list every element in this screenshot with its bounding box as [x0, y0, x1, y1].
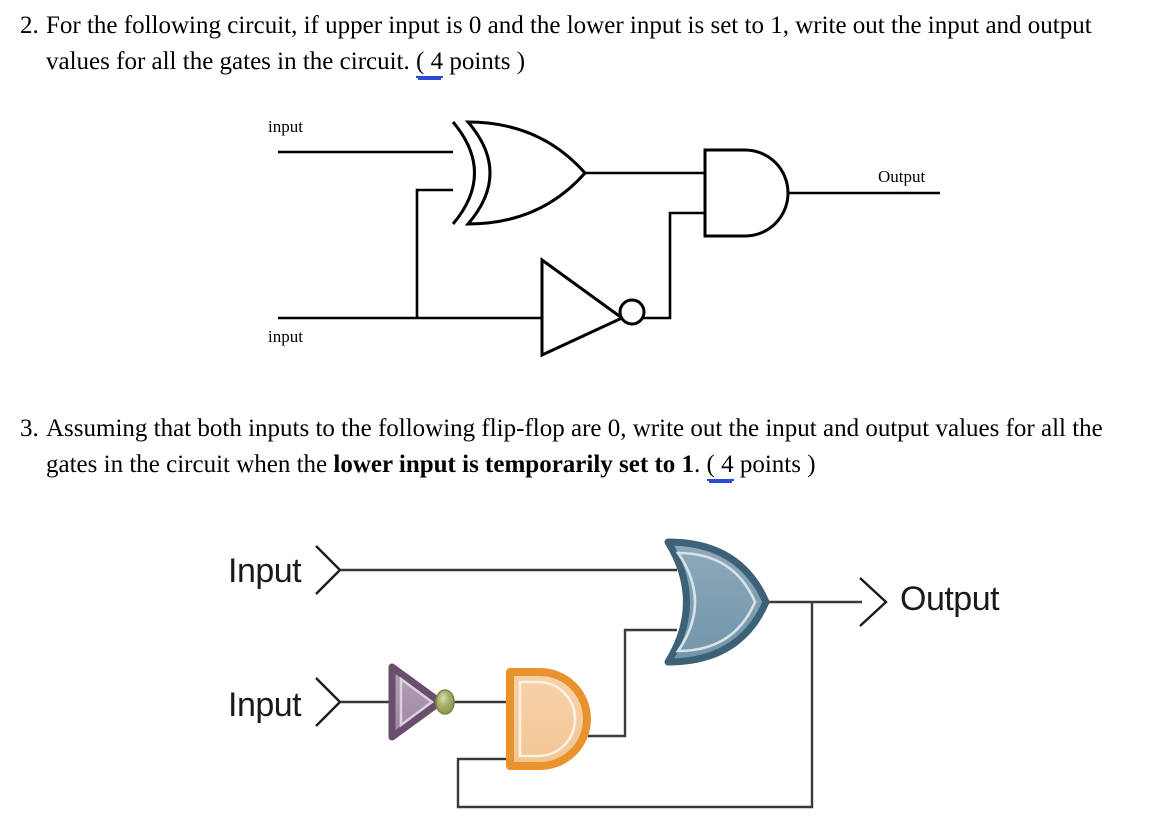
circuit2-wire-and-to-or	[588, 628, 677, 738]
question-3-text-mid: .	[694, 451, 707, 478]
circuit2-not-gate	[388, 663, 455, 741]
circuit1-input-top-label: input	[268, 117, 303, 136]
circuit2-input-bottom-label: Input	[228, 686, 302, 724]
question-3-underlined-points: ( 4	[706, 451, 734, 481]
question-3-text-before: Assuming that both inputs to the followi…	[46, 415, 1103, 478]
question-2: 2. For the following circuit, if upper i…	[0, 8, 1160, 80]
circuit2-or-gate	[664, 538, 770, 666]
circuit-diagram-1: input input Output	[250, 100, 950, 365]
circuit1-input-bottom-label: input	[268, 327, 303, 346]
question-3-bold-segment: lower input is temporarily set to 1	[333, 451, 695, 478]
circuit1-output-label: Output	[878, 167, 926, 186]
circuit2-input-bottom-pin-icon	[315, 677, 342, 727]
circuit1-wire-not-to-and	[642, 211, 705, 320]
circuit1-and-gate	[703, 148, 790, 238]
question-3: 3. Assuming that both inputs to the foll…	[0, 411, 1172, 483]
circuit1-wire-branch-to-xor	[415, 188, 463, 318]
question-2-number: 2.	[20, 12, 39, 39]
circuit1-not-gate	[540, 257, 646, 358]
question-2-underlined-points: ( 4	[416, 48, 444, 78]
question-3-text-after: points )	[733, 451, 816, 478]
circuit1-xor-gate	[451, 120, 588, 226]
circuit2-not-gate-bubble-icon	[435, 689, 455, 715]
circuit2-wire-feedback-loop	[456, 602, 814, 809]
circuit2-input-top-pin-icon	[315, 545, 342, 595]
question-2-text-before: For the following circuit, if upper inpu…	[46, 12, 1092, 75]
circuit2-output-pin-icon	[859, 577, 888, 627]
circuit2-output-label: Output	[900, 580, 1000, 618]
circuit2-and-gate	[506, 668, 591, 770]
question-3-text: Assuming that both inputs to the followi…	[46, 411, 1156, 483]
question-3-number: 3.	[20, 415, 39, 442]
question-2-text-after: points )	[443, 48, 526, 75]
circuit2-input-top-label: Input	[228, 552, 302, 590]
circuit-diagram-2: Input Input Output	[200, 520, 1040, 830]
question-2-text: For the following circuit, if upper inpu…	[46, 8, 1146, 80]
